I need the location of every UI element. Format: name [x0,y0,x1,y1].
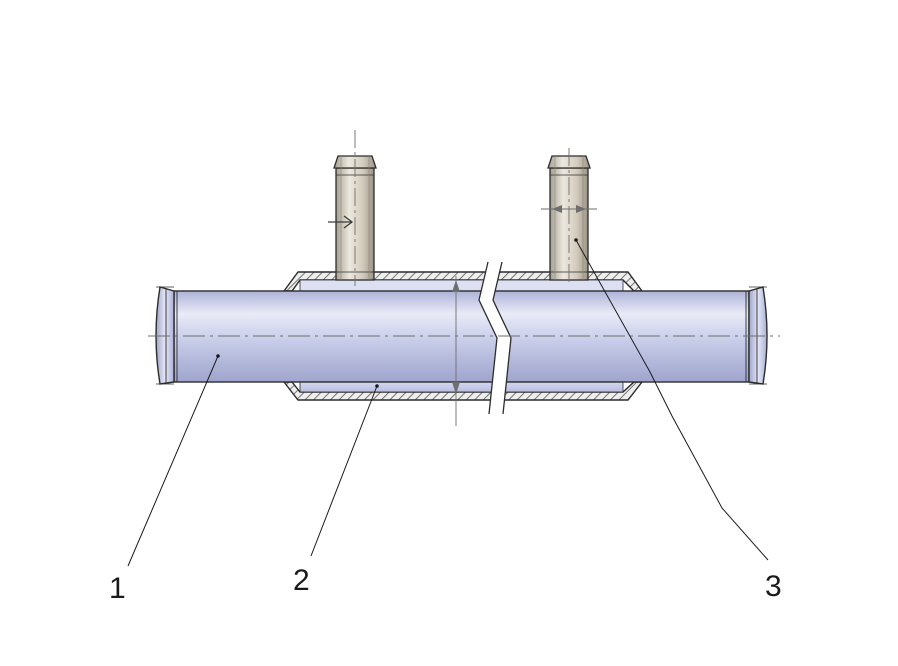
dimension-arrows [452,205,586,394]
callout-3: 3 [765,570,782,603]
inner-tube [155,286,768,385]
leader-2 [310,385,378,557]
inner-tube-body [173,290,750,383]
leader-3 [575,239,769,561]
leader-1 [127,355,219,567]
flow-arrow-inlet [328,215,354,229]
callout-1: 1 [109,572,126,605]
jacket-annular-gap [299,381,624,393]
callout-2: 2 [293,564,310,597]
inner-tube-right-bead [748,286,768,385]
break-mark [478,261,512,415]
centerlines [148,130,780,426]
leader-lines [127,239,769,567]
inner-tube-left-bead [155,286,175,385]
